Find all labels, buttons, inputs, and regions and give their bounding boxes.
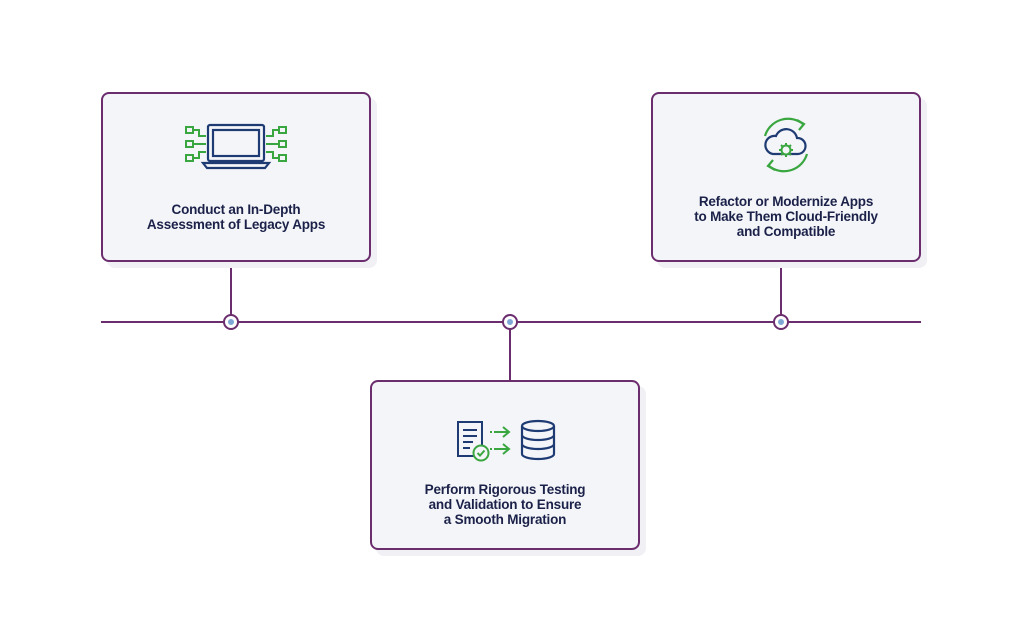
document-to-database-icon bbox=[448, 418, 562, 469]
timeline-node-2 bbox=[502, 314, 518, 330]
timeline-node-1 bbox=[223, 314, 239, 330]
step-1-label: Conduct an In-Depth Assessment of Legacy… bbox=[146, 202, 326, 232]
step-3-label: Refactor or Modernize Apps to Make Them … bbox=[694, 194, 878, 239]
laptop-network-icon bbox=[181, 122, 291, 177]
connector-step-2 bbox=[509, 322, 511, 381]
connector-step-3 bbox=[780, 261, 782, 321]
connector-step-1 bbox=[230, 261, 232, 321]
step-card-2: Perform Rigorous Testing and Validation … bbox=[370, 380, 640, 550]
step-2-label: Perform Rigorous Testing and Validation … bbox=[424, 482, 586, 527]
step-card-3: Refactor or Modernize Apps to Make Them … bbox=[651, 92, 921, 262]
step-card-1: Conduct an In-Depth Assessment of Legacy… bbox=[101, 92, 371, 262]
timeline-node-3 bbox=[773, 314, 789, 330]
cloud-sync-icon bbox=[753, 114, 819, 181]
